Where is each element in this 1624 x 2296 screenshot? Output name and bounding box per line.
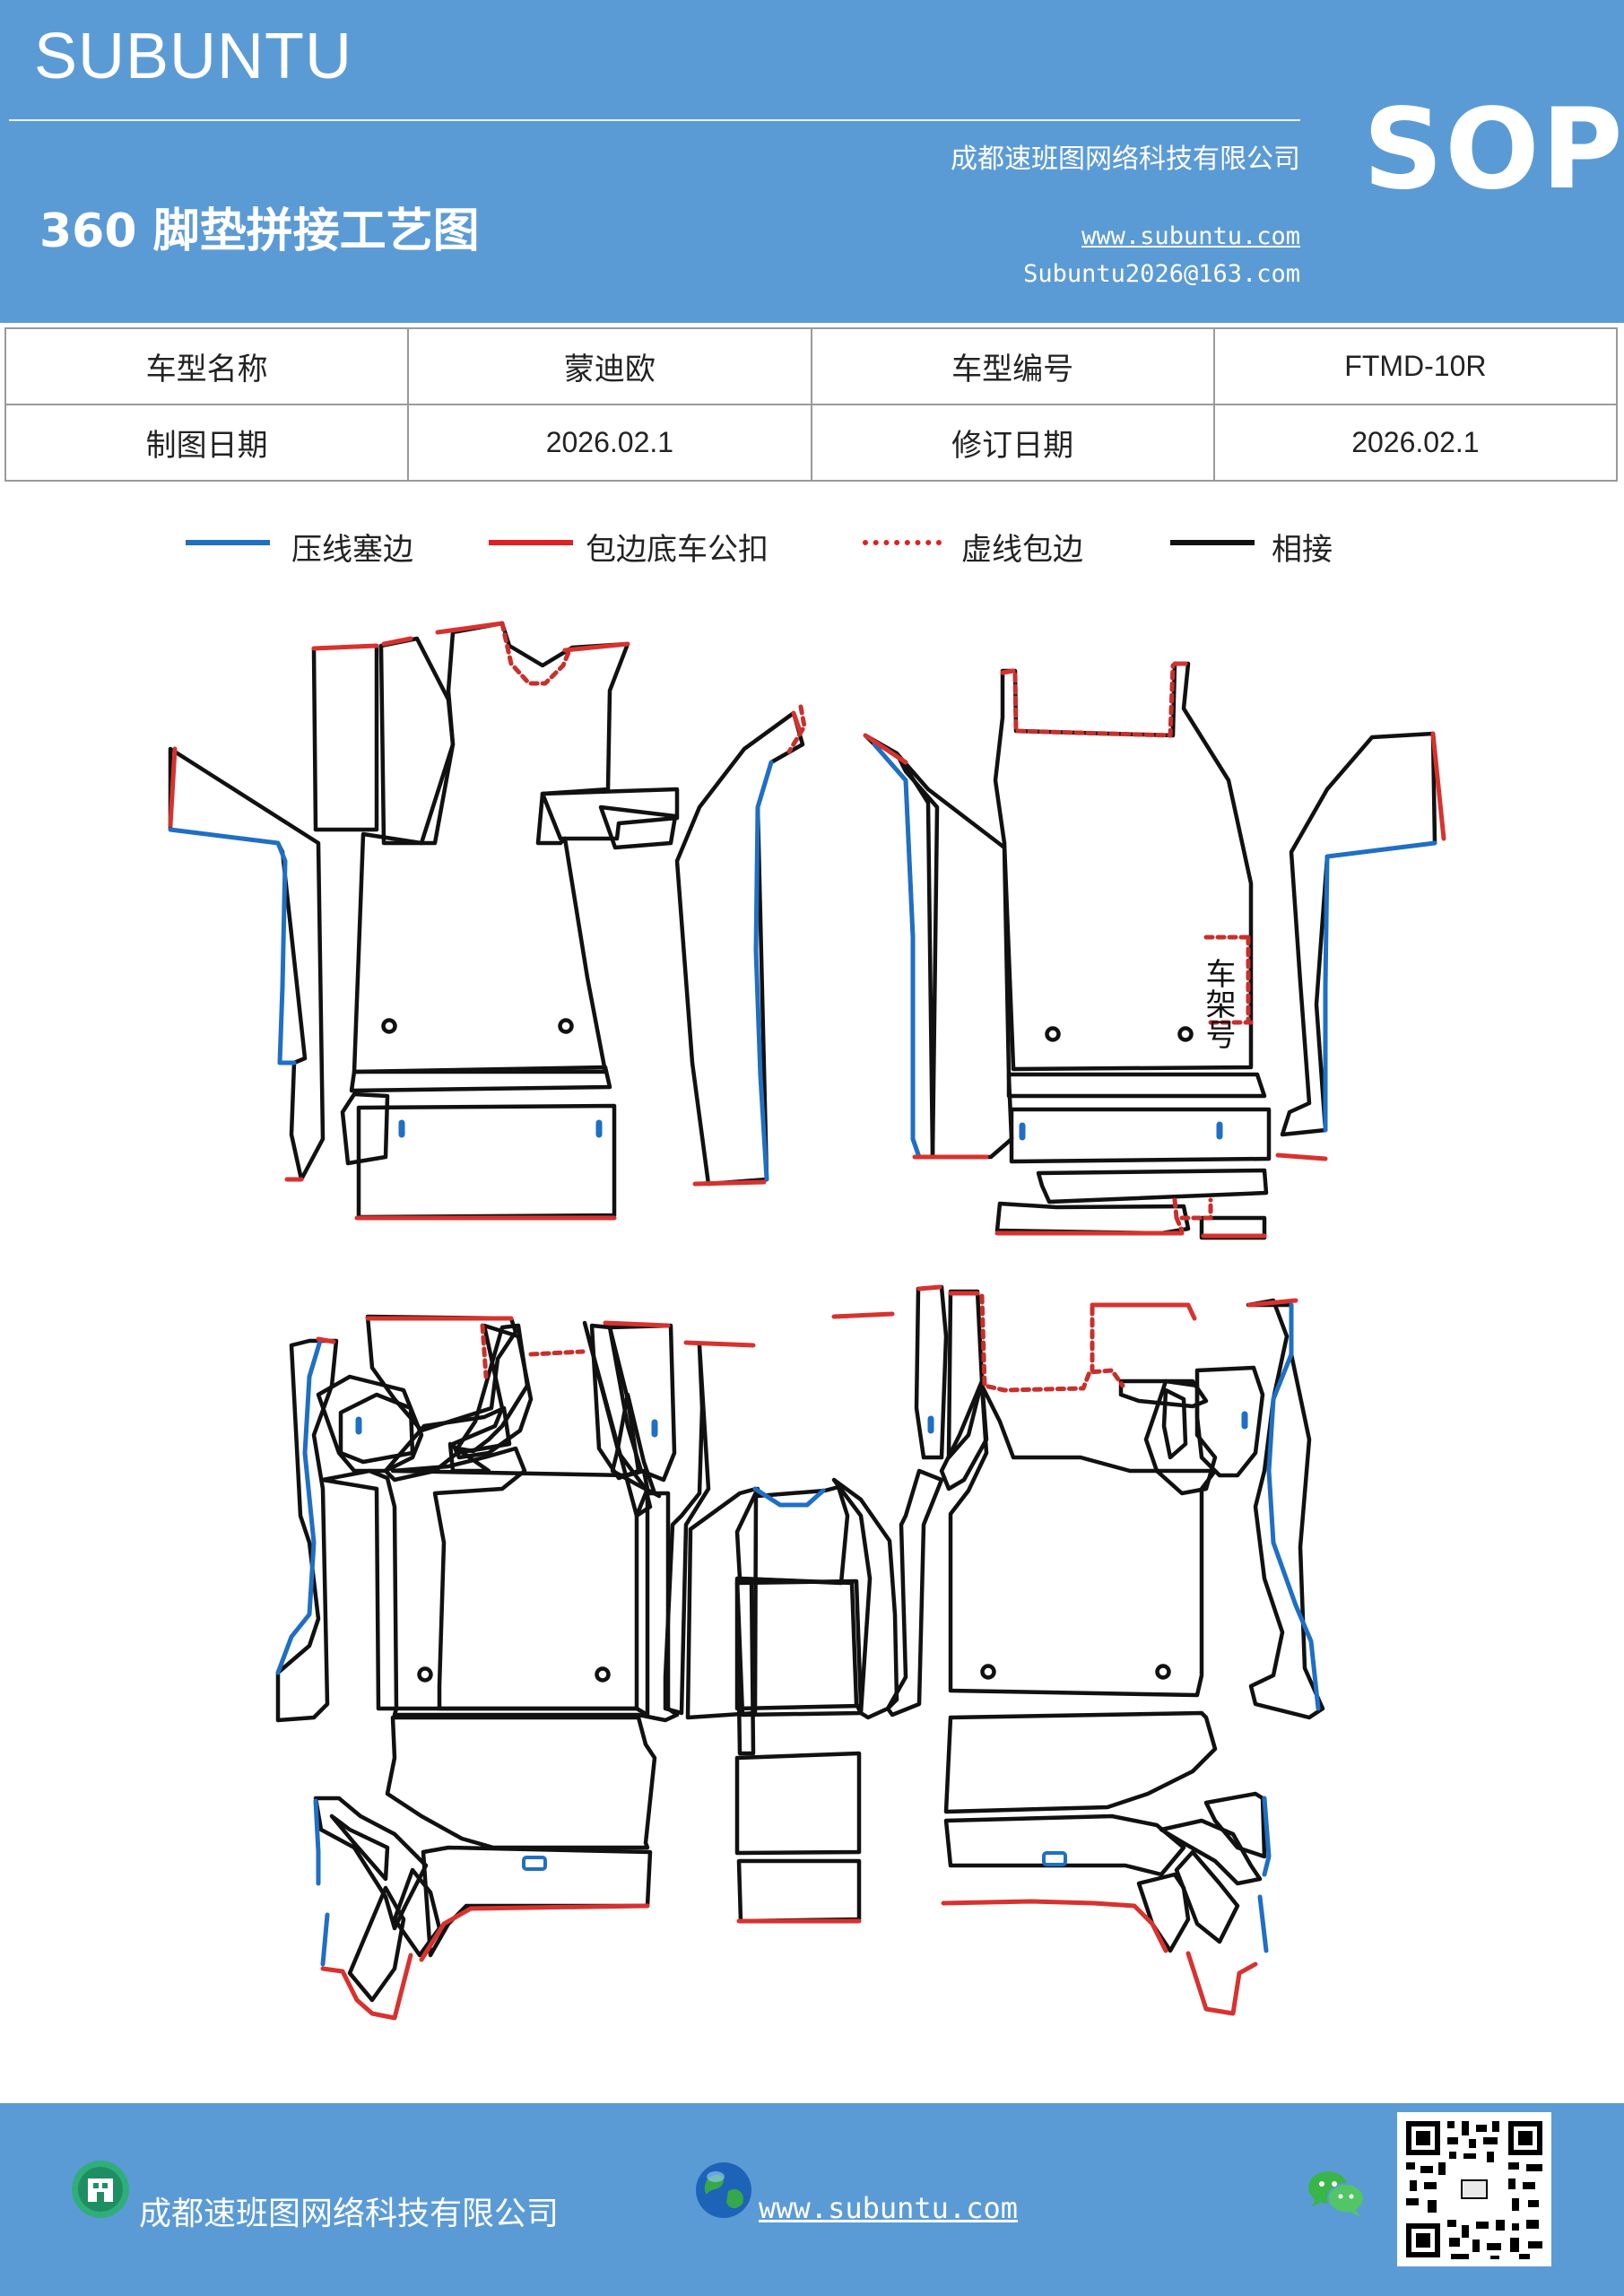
table-row: 制图日期 2026.02.1 修订日期 2026.02.1 [4, 404, 1619, 482]
legend-swatch-red [489, 540, 573, 545]
dotted-wrap-edges [480, 621, 1254, 1393]
header-divider [9, 119, 1300, 121]
legend-label: 包边底车公扣 [586, 532, 769, 568]
model-name-label: 车型名称 [4, 327, 410, 405]
draw-date-value: 2026.02.1 [407, 404, 812, 482]
model-name-value: 蒙迪欧 [407, 327, 812, 405]
legend-swatch-red-dotted [863, 540, 942, 545]
header-website-link[interactable]: www.subuntu.com [1081, 222, 1300, 250]
draw-date-label: 制图日期 [4, 404, 410, 482]
sop-badge: SOP [1363, 85, 1624, 214]
revise-date-label: 修订日期 [810, 404, 1215, 482]
legend-swatch-black [1170, 540, 1255, 545]
legend-label: 虚线包边 [961, 532, 1083, 568]
footer-company-name: 成都速班图网络科技有限公司 [139, 2196, 560, 2232]
model-code-label: 车型编号 [810, 327, 1215, 405]
legend-label: 相接 [1272, 532, 1333, 568]
wechat-icon[interactable] [1305, 2166, 1368, 2220]
legend-swatch-blue [186, 540, 270, 545]
press-line-edges [168, 742, 1437, 1967]
qr-code[interactable] [1397, 2112, 1551, 2266]
page-header: SUBUNTU 360 脚垫拼接工艺图 成都速班图网络科技有限公司 www.su… [0, 0, 1624, 323]
joint-lines [168, 621, 1437, 2003]
globe-icon [696, 2162, 751, 2218]
footer-website-link[interactable]: www.subuntu.com [759, 2191, 1018, 2225]
model-code-value: FTMD-10R [1212, 327, 1619, 405]
header-email[interactable]: Subuntu2026@163.com [1023, 260, 1300, 288]
floor-mat-diagram: 车架号 [168, 621, 1446, 2021]
revise-date-value: 2026.02.1 [1212, 404, 1619, 482]
vin-label: 车架号 [1200, 958, 1236, 1049]
vehicle-info-table: 车型名称 蒙迪欧 车型编号 FTMD-10R 制图日期 2026.02.1 修订… [4, 327, 1619, 482]
document-title: 360 脚垫拼接工艺图 [39, 204, 480, 258]
building-icon [72, 2161, 129, 2218]
wrap-edges [168, 621, 1446, 2021]
page-footer: 成都速班图网络科技有限公司 www.subuntu.com [0, 2103, 1624, 2296]
table-row: 车型名称 蒙迪欧 车型编号 FTMD-10R [4, 327, 1619, 405]
brand-name: SUBUNTU [34, 21, 353, 92]
legend-label: 压线塞边 [291, 532, 413, 568]
header-company-name: 成都速班图网络科技有限公司 [951, 144, 1300, 175]
